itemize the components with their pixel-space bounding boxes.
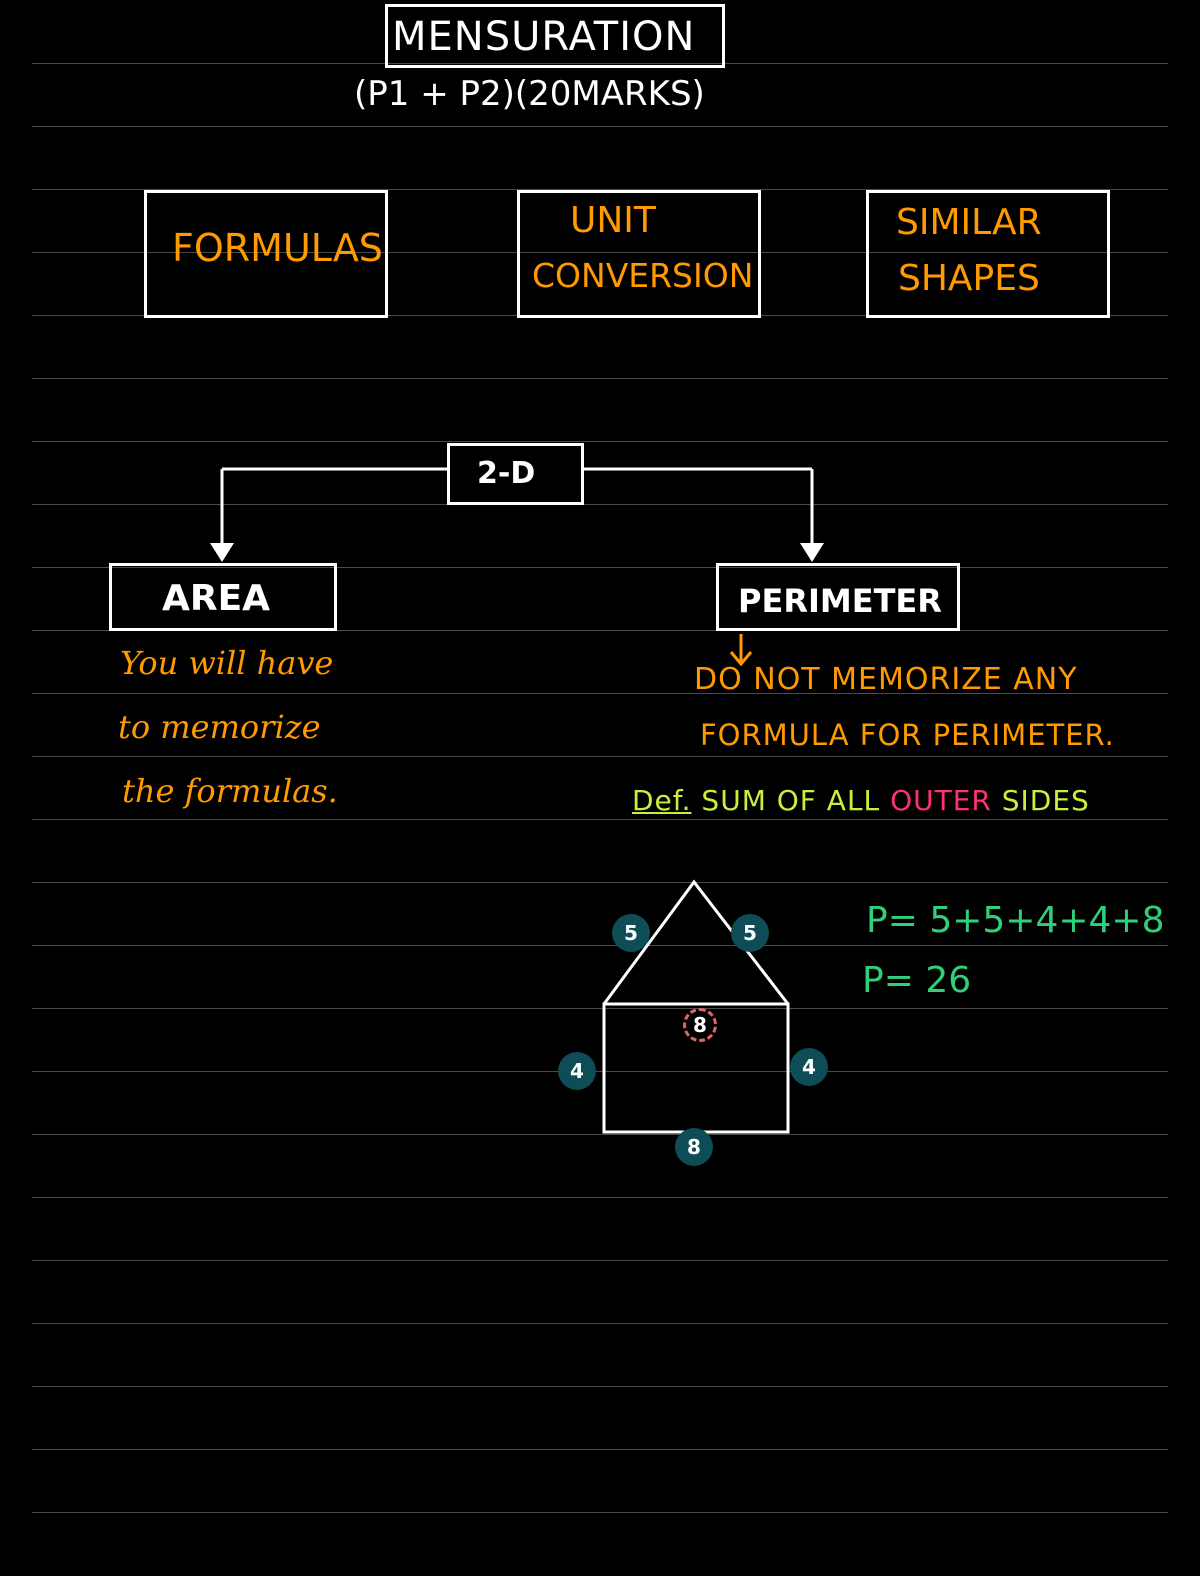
ruled-line	[32, 756, 1168, 757]
perimeter-note-line2: FORMULA FOR PERIMETER.	[700, 718, 1115, 752]
ruled-line	[32, 1071, 1168, 1072]
ruled-line	[32, 630, 1168, 631]
ruled-line	[32, 1323, 1168, 1324]
topic-formulas-label: FORMULAS	[172, 226, 383, 270]
ruled-line	[32, 189, 1168, 190]
ruled-line	[32, 1197, 1168, 1198]
house-label-roof-left: 5	[612, 914, 650, 952]
ruled-line	[32, 693, 1168, 694]
definition-prefix: Def.	[632, 784, 692, 817]
tree-perimeter-box	[716, 563, 960, 631]
ruled-line	[32, 945, 1168, 946]
area-note-line3: the formulas.	[122, 772, 338, 810]
house-label-wall-right: 4	[790, 1048, 828, 1086]
ruled-line	[32, 819, 1168, 820]
definition-part1: SUM OF ALL	[701, 784, 881, 817]
ruled-line	[32, 1134, 1168, 1135]
topic-box-formulas	[144, 190, 388, 318]
topic-similar-label-line2: SHAPES	[898, 258, 1040, 299]
arrow-head-left	[210, 543, 234, 562]
house-label-roof-right: 5	[731, 914, 769, 952]
tree-root-label: 2-D	[477, 456, 536, 491]
title-box	[385, 4, 725, 68]
perimeter-note-line1: DO NOT MEMORIZE ANY	[694, 662, 1078, 697]
ruled-line	[32, 1008, 1168, 1009]
ruled-line	[32, 504, 1168, 505]
ruled-line	[32, 378, 1168, 379]
ruled-line	[32, 567, 1168, 568]
area-note-line2: to memorize	[118, 708, 321, 746]
house-label-wall-left: 4	[558, 1052, 596, 1090]
tree-area-box	[109, 563, 337, 631]
topic-box-unit-conversion	[517, 190, 761, 318]
ruled-line	[32, 441, 1168, 442]
topic-similar-label-line1: SIMILAR	[896, 202, 1042, 243]
house-label-inner: 8	[683, 1008, 717, 1042]
tree-perimeter-label: PERIMETER	[738, 582, 942, 620]
page-title: MENSURATION	[392, 14, 696, 60]
ruled-line	[32, 1386, 1168, 1387]
perimeter-calc-line1: P= 5+5+4+4+8	[866, 900, 1165, 941]
page-subtitle: (P1 + P2)(20MARKS)	[354, 74, 705, 114]
ruled-line	[32, 126, 1168, 127]
house-label-base: 8	[675, 1128, 713, 1166]
topic-unit-label-line1: UNIT	[570, 200, 656, 241]
definition-line: Def. SUM OF ALL OUTER SIDES	[632, 784, 1090, 817]
small-down-arrow	[729, 634, 753, 667]
ruled-line	[32, 1512, 1168, 1513]
ruled-line	[32, 1449, 1168, 1450]
definition-highlight: OUTER	[890, 784, 992, 817]
definition-part2: SIDES	[1001, 784, 1090, 817]
tree-root-box	[447, 443, 584, 505]
tree-connectors	[220, 467, 814, 545]
topic-unit-label-line2: CONVERSION	[532, 256, 754, 295]
ruled-line	[32, 882, 1168, 883]
tree-area-label: AREA	[162, 578, 271, 619]
ruled-line	[32, 252, 1168, 253]
topic-box-similar-shapes	[866, 190, 1110, 318]
arrow-head-right	[800, 543, 824, 562]
perimeter-calc-line2: P= 26	[862, 960, 972, 1001]
ruled-line	[32, 63, 1168, 64]
ruled-line	[32, 1260, 1168, 1261]
area-note-line1: You will have	[120, 644, 334, 682]
